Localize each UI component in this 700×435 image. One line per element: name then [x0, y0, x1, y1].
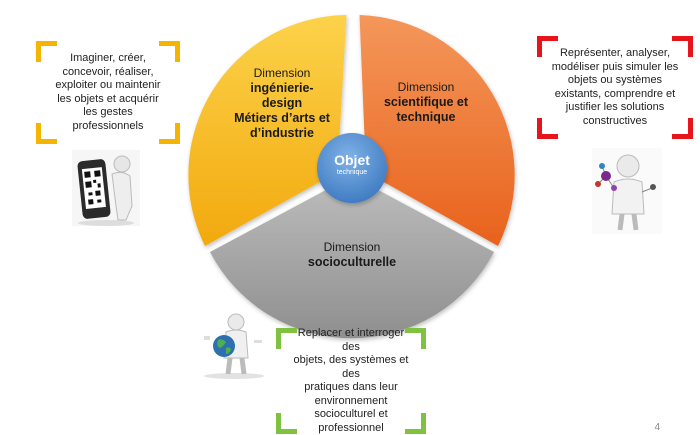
right-description-text: Représenter, analyser, modéliser puis si…	[551, 47, 679, 127]
segment-design-label: Dimension ingénierie- design Métiers d’a…	[234, 66, 330, 140]
segment-science	[359, 15, 515, 246]
segment-culture-label: Dimension socioculturelle	[307, 240, 397, 269]
right-description-box: Représenter, analyser, modéliser puis si…	[537, 36, 693, 139]
scientist-molecule-figure-icon	[592, 148, 662, 234]
phone-qr-figure-icon	[72, 150, 140, 226]
bottom-description-text: Replacer et interroger des objets, des s…	[293, 327, 409, 434]
page-number: 4	[654, 422, 660, 433]
segment-science-label: Dimension scientifique et technique	[383, 80, 469, 124]
bottom-description-box: Replacer et interroger des objets, des s…	[276, 327, 426, 434]
segment-design	[188, 15, 347, 246]
center-label: Objet technique	[334, 152, 370, 176]
globe-figure-icon	[204, 313, 264, 379]
left-description-text: Imaginer, créer, concevoir, réaliser, ex…	[55, 52, 161, 132]
left-description-box: Imaginer, créer, concevoir, réaliser, ex…	[36, 41, 180, 144]
segment-culture	[210, 176, 494, 339]
center-circle	[317, 133, 387, 203]
